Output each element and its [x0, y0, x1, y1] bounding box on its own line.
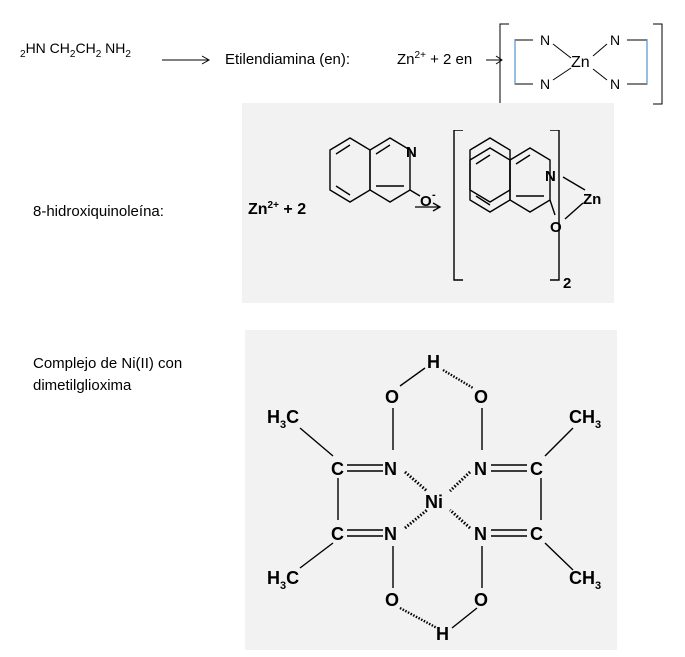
- zn-en-reaction: Zn2+ + 2 en: [397, 50, 473, 68]
- methyl-bottom-left: H3C: [267, 568, 299, 592]
- zn-en-rest: + 2 en: [430, 51, 473, 68]
- o-atom-bottom-left: O: [385, 590, 399, 610]
- reaction-arrow-2: [486, 55, 503, 65]
- ligand-rings: [329, 137, 421, 203]
- dmg-bonds: [299, 367, 574, 630]
- c-atom-top-left: C: [331, 459, 344, 479]
- product-subscript: 2: [563, 275, 571, 292]
- left-bracket: [499, 23, 509, 105]
- n-atom-top-left: N: [540, 32, 550, 48]
- product-molecule: N O Zn: [469, 147, 601, 236]
- product-zn-atom: Zn: [583, 191, 601, 208]
- ni-dmg-complex: H O O N N C C Ni C C N N O O H H3C H3C C…: [267, 352, 601, 644]
- zn-atom: Zn: [571, 54, 590, 71]
- c-atom-bottom-left: C: [331, 524, 344, 544]
- formula-prefix: 2: [20, 49, 26, 60]
- methyl-top-right: CH3: [569, 407, 601, 431]
- methyl-top-left: H3C: [267, 407, 299, 431]
- zn-hq-reaction: Zn2+ + 2: [248, 200, 307, 219]
- scheme-arrow-head: [432, 202, 442, 212]
- hydroxyquinoline-panel: [242, 103, 614, 303]
- methyl-bottom-right: CH3: [569, 568, 601, 592]
- n-atom-bottom-right: N: [610, 76, 620, 92]
- product-o-atom: O: [550, 219, 562, 236]
- c-atom-top-right: C: [530, 459, 543, 479]
- ethylenediamine-label: Etilendiamina (en):: [225, 51, 351, 68]
- n-atom-bottom-left: N: [384, 524, 397, 544]
- reaction-arrow-1: [162, 55, 211, 65]
- product-right-bracket: [550, 130, 560, 281]
- n-atom-top-left: N: [384, 459, 397, 479]
- dmg-label-line1: Complejo de Ni(II) con: [33, 355, 183, 372]
- product-n-atom: N: [545, 168, 556, 185]
- formula-sub-3: 2: [125, 49, 131, 60]
- o-atom-bottom-right: O: [474, 590, 488, 610]
- ni-atom: Ni: [425, 492, 443, 512]
- dmg-panel: [245, 330, 617, 650]
- n-atom-bottom-left: N: [540, 76, 550, 92]
- zn-charge-2: 2+: [267, 200, 279, 211]
- zn-symbol-2: Zn: [248, 201, 268, 218]
- product-left-bracket: [453, 130, 463, 281]
- ligand-n-label: N: [406, 144, 417, 161]
- h-atom-bottom: H: [436, 624, 449, 644]
- ethylenediamine-formula: 2HN CH2CH2 NH2: [20, 40, 131, 60]
- n-atom-top-right: N: [474, 459, 487, 479]
- ligand-o-atom: O: [420, 193, 432, 210]
- formula-sub-2: 2: [95, 49, 102, 60]
- zn-charge: 2+: [414, 50, 426, 61]
- formula-sub-1: 2: [69, 49, 76, 60]
- dmg-label-line2: dimetilglioxima: [33, 377, 132, 394]
- formula-part-1: HN CH: [25, 40, 70, 56]
- c-atom-bottom-right: C: [530, 524, 543, 544]
- n-atom-bottom-right: N: [474, 524, 487, 544]
- o-atom-top-right: O: [474, 387, 488, 407]
- formula-part-2: CH: [75, 40, 96, 56]
- right-bracket: [653, 23, 663, 105]
- zn-en-complex: N N N N Zn: [499, 23, 663, 105]
- o-atom-top-left: O: [385, 387, 399, 407]
- formula-part-3: NH: [101, 40, 126, 56]
- zn-hq-rest: + 2: [283, 201, 307, 218]
- h-atom-top: H: [427, 352, 440, 372]
- ligand-o-charge: -: [432, 189, 436, 201]
- hydroxyquinoline-label: 8-hidroxiquinoleína:: [33, 203, 164, 220]
- zn-symbol: Zn: [397, 51, 415, 68]
- n-atom-top-right: N: [610, 32, 620, 48]
